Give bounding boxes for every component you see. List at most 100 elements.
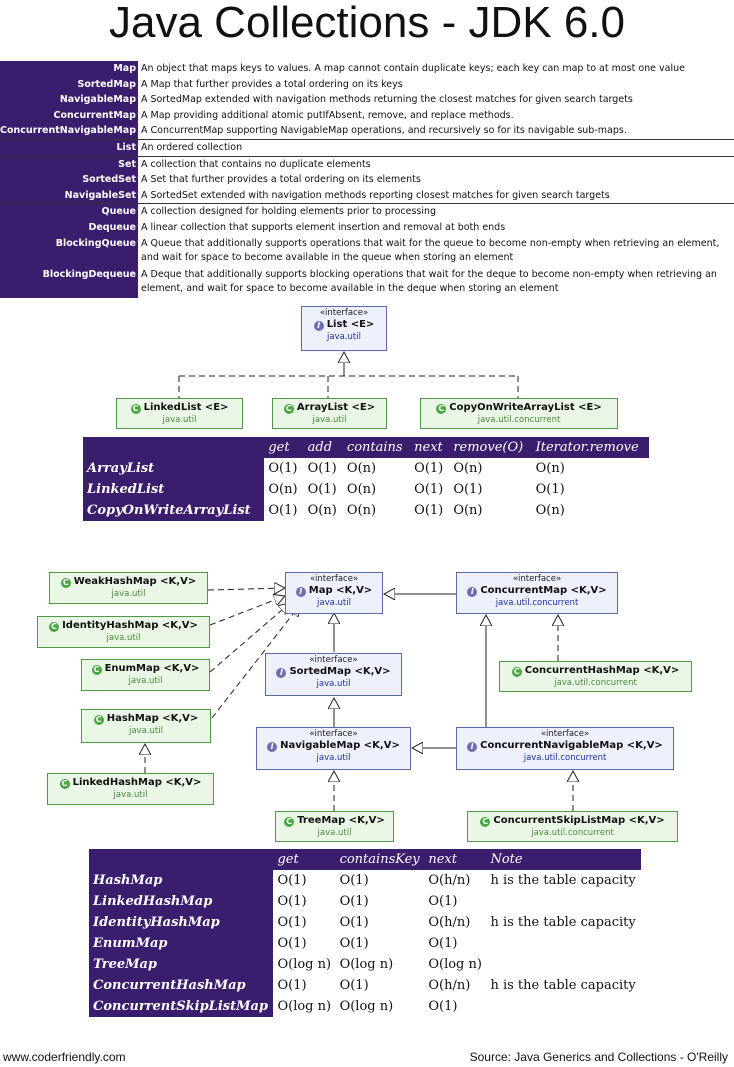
stereotype-label: «interface» — [309, 729, 358, 739]
chm-name: ConcurrentHashMap <K,V> — [524, 665, 680, 676]
table-cell: O(h/n) — [424, 912, 487, 933]
class-icon: C — [511, 667, 522, 677]
linkedlist-name: LinkedList <E> — [143, 402, 229, 413]
identityhashmap-name: IdentityHashMap <K,V> — [62, 620, 198, 631]
row-header: LinkedHashMap — [89, 891, 274, 912]
concurrentmap-name: ConcurrentMap <K,V> — [480, 585, 607, 596]
arraylist-package: java.util — [312, 415, 347, 425]
weakhashmap-name: WeakHashMap <K,V> — [73, 576, 197, 587]
glossary-definition: A collection that contains no duplicate … — [141, 158, 371, 170]
table-cell: O(1) — [410, 479, 450, 500]
column-header: remove(O) — [449, 437, 532, 458]
glossary-term: Dequeue — [0, 219, 138, 236]
table-cell: O(1) — [424, 996, 487, 1017]
page-title: Java Collections - JDK 6.0 — [109, 0, 625, 47]
table-cell: O(1) — [410, 500, 450, 521]
glossary-term: Queue — [0, 204, 138, 220]
stereotype-label: «interface» — [540, 729, 590, 739]
column-header: Note — [486, 849, 641, 870]
glossary-definition: A Map that further provides a total orde… — [141, 78, 403, 90]
cnm-name: ConcurrentNavigableMap <K,V> — [480, 740, 663, 751]
navigablemap-name: NavigableMap <K,V> — [280, 740, 400, 751]
table-cell: O(n) — [449, 500, 532, 521]
cowal-name: CopyOnWriteArrayList <E> — [449, 402, 602, 413]
table-cell — [486, 996, 641, 1017]
table-cell: O(1) — [273, 975, 336, 996]
cnm-package: java.util.concurrent — [523, 753, 607, 763]
class-icon: C — [91, 665, 102, 675]
glossary-definition: A SortedSet extended with navigation met… — [141, 189, 610, 201]
column-header: add — [303, 437, 343, 458]
glossary-definition: A Set that further provides a total orde… — [141, 174, 421, 186]
cslm-package: java.util.concurrent — [531, 828, 614, 838]
footer-source: Source: Java Generics and Collections - … — [469, 1050, 728, 1064]
table-cell: O(1) — [335, 912, 425, 933]
column-header: containsKey — [335, 849, 425, 870]
glossary-term: Set — [0, 156, 138, 173]
table-cell: O(1) — [531, 479, 649, 500]
class-icon: C — [480, 817, 491, 827]
class-icon: C — [283, 404, 294, 414]
chm-package: java.util.concurrent — [554, 678, 637, 688]
glossary-definition: A linear collection that supports elemen… — [141, 221, 506, 233]
glossary-term: NavigableSet — [0, 187, 138, 204]
table-cell: h is the table capacity — [486, 870, 641, 891]
linkedlist-package: java.util — [162, 415, 197, 425]
navigablemap-package: java.util — [316, 753, 351, 763]
column-header: Iterator.remove — [531, 437, 649, 458]
row-header: EnumMap — [89, 933, 274, 954]
column-header: get — [273, 849, 336, 870]
row-header: ArrayList — [83, 458, 265, 479]
table-cell: O(n) — [342, 479, 411, 500]
map-package: java.util — [317, 598, 351, 608]
table-cell: O(n) — [264, 479, 304, 500]
interface-icon: I — [295, 587, 306, 597]
table-cell: O(log n) — [273, 996, 336, 1017]
table-cell: O(log n) — [424, 954, 487, 975]
glossary-term: ConcurrentNavigableMap — [0, 123, 138, 139]
sortedmap-package: java.util — [316, 679, 351, 689]
stereotype-label: «interface» — [309, 574, 359, 584]
table-cell: O(log n) — [335, 996, 425, 1017]
glossary-term: SortedSet — [0, 172, 138, 188]
table-corner — [89, 849, 274, 870]
glossary-term: BlockingDequeue — [0, 266, 138, 298]
interface-icon: I — [467, 587, 478, 597]
column-header: next — [410, 437, 450, 458]
row-header: HashMap — [89, 870, 274, 891]
identityhashmap-package: java.util — [106, 633, 141, 643]
glossary-definition: A SortedMap extended with navigation met… — [141, 94, 633, 106]
list-package: java.util — [327, 332, 361, 342]
row-header: CopyOnWriteArrayList — [83, 500, 265, 521]
table-cell: O(n) — [531, 500, 649, 521]
row-header: ConcurrentSkipListMap — [89, 996, 274, 1017]
table-cell: O(1) — [335, 891, 425, 912]
class-icon: C — [49, 622, 60, 632]
table-cell: O(1) — [303, 458, 343, 479]
glossary-definition: A ConcurrentMap supporting NavigableMap … — [141, 125, 627, 137]
class-icon: C — [93, 715, 104, 725]
footer-site: www.coderfriendly.com — [3, 1050, 126, 1064]
table-cell: O(1) — [273, 912, 336, 933]
treemap-package: java.util — [317, 828, 352, 838]
